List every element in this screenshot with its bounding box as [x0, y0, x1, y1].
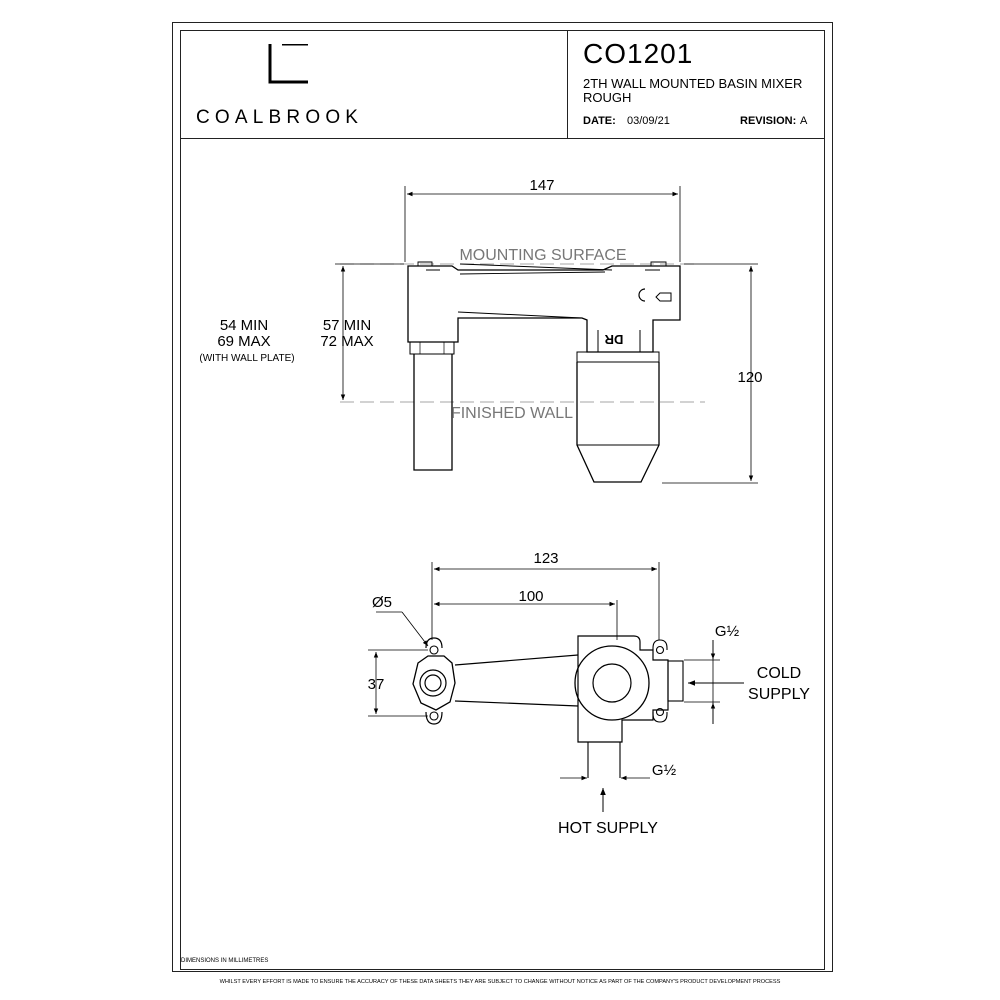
finished-wall-label: FINISHED WALL	[451, 405, 573, 422]
brand-name: COALBROOK	[196, 107, 364, 128]
body-marking: DR	[604, 332, 623, 347]
top-view	[368, 562, 744, 812]
side-view	[335, 186, 758, 484]
cold-c-icon	[638, 288, 646, 302]
disclaimer: WHILST EVERY EFFORT IS MADE TO ENSURE TH…	[219, 979, 781, 985]
title-block	[180, 30, 825, 139]
dim-123: 123	[533, 550, 558, 567]
cartridge-body	[576, 362, 660, 483]
valve-circle	[574, 645, 650, 721]
date-label: DATE:	[583, 115, 616, 127]
dim-147: 147	[529, 177, 554, 194]
coalbrook-logo-icon	[268, 44, 308, 84]
dim-hole: Ø5	[372, 594, 392, 611]
date-value: 03/09/21	[627, 115, 670, 127]
body-outline	[407, 265, 681, 353]
wall-plate-note: (WITH WALL PLATE)	[199, 353, 294, 364]
hot-thread: G½	[652, 762, 677, 779]
wall-plate-max: 69 MAX	[217, 333, 270, 350]
outer-border	[172, 22, 833, 972]
product-code: CO1201	[583, 38, 694, 69]
mixer-arm	[454, 654, 579, 707]
depth-max: 72 MAX	[320, 333, 373, 350]
dim-100: 100	[518, 588, 543, 605]
dim-37: 37	[368, 676, 385, 693]
leader-d5	[401, 611, 429, 647]
cold-thread: G½	[715, 623, 740, 640]
units-note: DIMENSIONS IN MILLIMETRES	[181, 958, 269, 964]
revision-value: A	[800, 115, 808, 127]
hex-nut	[412, 655, 456, 711]
depth-min: 57 MIN	[323, 317, 371, 334]
wall-plate-min: 54 MIN	[220, 317, 268, 334]
dim-120: 120	[737, 369, 762, 386]
revision-label: REVISION:	[740, 115, 797, 127]
hot-label: HOT SUPPLY	[558, 820, 658, 837]
cold-label-line2: SUPPLY	[748, 686, 810, 703]
title-block-divider	[567, 30, 568, 139]
product-name: 2TH WALL MOUNTED BASIN MIXER ROUGH	[583, 76, 803, 105]
left-spout	[413, 354, 453, 471]
mounting-surface-label: MOUNTING SURFACE	[459, 247, 626, 264]
cold-label-line1: COLD	[757, 665, 801, 682]
inner-border	[180, 30, 825, 970]
